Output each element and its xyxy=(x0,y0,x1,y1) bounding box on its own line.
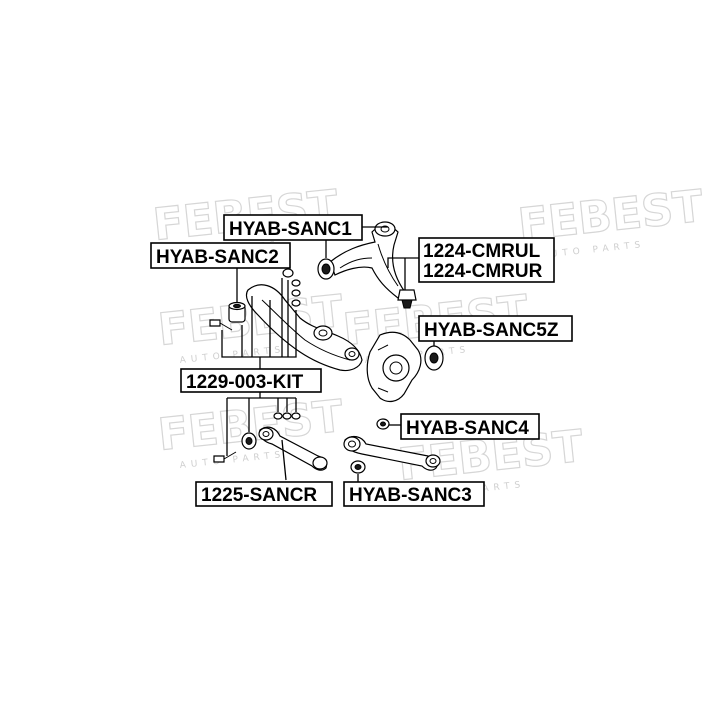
leader-sancr xyxy=(281,439,287,481)
bolt-lower xyxy=(213,451,237,463)
label-text: 1224-CMRUR xyxy=(423,261,543,282)
washer-stack xyxy=(282,268,301,307)
bushing-sanc3 xyxy=(350,460,366,474)
bushing-sanc2 xyxy=(228,301,246,323)
bushing-sanc1 xyxy=(317,258,335,280)
label-text: HYAB-SANC5Z xyxy=(424,320,559,341)
label-text: HYAB-SANC1 xyxy=(229,219,352,240)
ball-joint xyxy=(397,289,417,309)
leader-kit xyxy=(221,310,297,358)
label-text: HYAB-SANC4 xyxy=(406,418,529,439)
leader-cmrul xyxy=(387,257,420,268)
lower-lateral-arm xyxy=(258,426,328,471)
label-1224-cmrul-cmrur: 1224-CMRUL 1224-CMRUR xyxy=(418,237,555,283)
bushing-sanc4 xyxy=(376,418,390,430)
label-hyab-sanc3: HYAB-SANC3 xyxy=(343,481,485,507)
bushing-sanc5z xyxy=(424,345,444,371)
bolt-left xyxy=(209,319,233,331)
label-hyab-sanc1: HYAB-SANC1 xyxy=(223,214,363,241)
label-text: 1225-SANCR xyxy=(201,485,317,506)
label-text: 1229-003-KIT xyxy=(186,372,304,393)
label-hyab-sanc5z: HYAB-SANC5Z xyxy=(418,315,573,342)
label-text: HYAB-SANC2 xyxy=(156,247,279,268)
bushing-lower-left xyxy=(241,432,257,450)
label-hyab-sanc2: HYAB-SANC2 xyxy=(150,242,291,269)
trailing-arm xyxy=(245,284,363,372)
label-1229-003-kit: 1229-003-KIT xyxy=(180,368,322,393)
label-1225-sancr: 1225-SANCR xyxy=(195,481,333,507)
knuckle xyxy=(366,331,422,403)
label-text: 1224-CMRUL xyxy=(423,241,541,262)
label-hyab-sanc4: HYAB-SANC4 xyxy=(400,413,540,440)
upper-control-arm xyxy=(329,221,406,299)
label-text: HYAB-SANC3 xyxy=(349,485,472,506)
watermark-brand: FEBEST xyxy=(156,391,346,461)
washer-stack-lower xyxy=(273,412,301,420)
lower-arm xyxy=(343,435,441,471)
